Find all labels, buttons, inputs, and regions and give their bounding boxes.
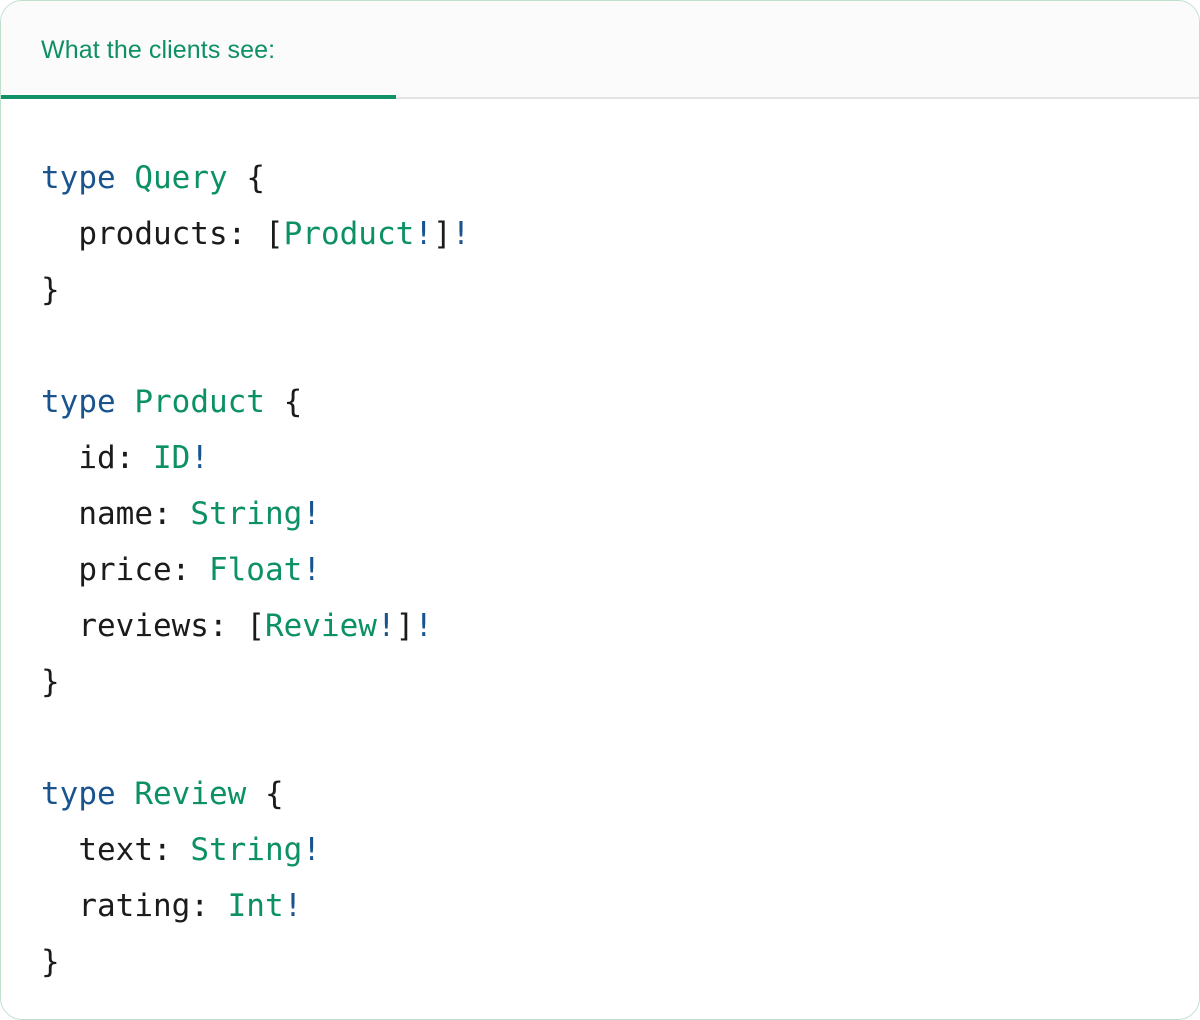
code-token-punct: :	[152, 832, 191, 868]
code-token-field: id	[78, 440, 116, 476]
code-token-bang: !	[414, 608, 433, 644]
code-line: products: [Product!]!	[41, 206, 1199, 262]
code-token-punct: ]	[395, 608, 415, 644]
code-token-field: products	[78, 216, 228, 252]
code-token-punct: }	[41, 272, 60, 308]
code-token-punct: {	[246, 160, 265, 196]
tab-active-indicator	[1, 95, 396, 99]
code-token-type: Review	[134, 776, 247, 812]
code-token-punct	[41, 832, 78, 868]
code-token-type: Query	[134, 160, 228, 196]
code-line: }	[41, 262, 1199, 318]
code-token-punct: :	[227, 216, 265, 252]
code-token-punct	[116, 384, 135, 420]
code-token-punct: :	[190, 888, 228, 924]
code-token-bang: !	[451, 216, 471, 252]
code-line: id: ID!	[41, 430, 1199, 486]
code-token-keyword: type	[41, 776, 116, 812]
code-token-punct: }	[41, 664, 60, 700]
code-token-keyword: type	[41, 160, 116, 196]
code-token-punct: }	[41, 944, 60, 980]
code-line: }	[41, 654, 1199, 710]
code-line: text: String!	[41, 822, 1199, 878]
code-token-punct	[116, 160, 135, 196]
code-token-field: price	[78, 552, 172, 588]
code-token-field: rating	[78, 888, 191, 924]
code-line: reviews: [Review!]!	[41, 598, 1199, 654]
code-token-punct: [	[246, 608, 265, 644]
code-token-punct	[246, 776, 265, 812]
code-token-punct	[41, 888, 78, 924]
code-token-type: Review	[264, 608, 377, 644]
code-line: }	[41, 934, 1199, 990]
code-token-punct	[41, 496, 78, 532]
code-token-punct: :	[171, 552, 209, 588]
code-token-punct: :	[208, 608, 247, 644]
code-line	[41, 318, 1199, 374]
code-line: type Product {	[41, 374, 1199, 430]
code-token-punct	[116, 776, 135, 812]
code-token-type: Float	[208, 552, 303, 588]
tab-strip: What the clients see:	[1, 1, 1199, 99]
code-area: type Query { products: [Product!]!} type…	[1, 99, 1199, 1019]
code-token-bang: !	[190, 440, 209, 476]
code-token-bang: !	[376, 608, 396, 644]
code-token-bang: !	[302, 832, 321, 868]
code-token-bang: !	[302, 496, 321, 532]
code-token-type: Int	[227, 888, 284, 924]
code-token-keyword: type	[41, 384, 116, 420]
code-token-field: name	[78, 496, 153, 532]
code-token-punct: :	[115, 440, 153, 476]
code-token-punct: {	[264, 776, 284, 812]
code-token-punct	[265, 384, 284, 420]
code-line	[41, 710, 1199, 766]
code-line: type Review {	[41, 766, 1199, 822]
code-token-field: reviews	[78, 608, 209, 644]
code-token-punct	[41, 552, 78, 588]
code-token-type: String	[190, 832, 303, 868]
tab-what-the-clients-see[interactable]: What the clients see:	[1, 1, 396, 99]
code-token-bang: !	[302, 552, 321, 588]
code-token-punct: :	[152, 496, 191, 532]
code-token-bang: !	[414, 216, 433, 252]
code-token-field: text	[78, 832, 153, 868]
code-line: name: String!	[41, 486, 1199, 542]
code-token-punct	[41, 216, 78, 252]
code-token-type: ID	[152, 440, 191, 476]
code-token-bang: !	[283, 888, 303, 924]
code-token-type: String	[190, 496, 303, 532]
code-token-punct	[41, 608, 78, 644]
code-token-type: Product	[134, 384, 265, 420]
code-line: rating: Int!	[41, 878, 1199, 934]
code-token-punct	[41, 440, 78, 476]
code-token-punct: [	[264, 216, 284, 252]
code-line: type Query {	[41, 150, 1199, 206]
code-token-type: Product	[283, 216, 415, 252]
code-token-punct: {	[283, 384, 303, 420]
code-line: price: Float!	[41, 542, 1199, 598]
tab-label: What the clients see:	[41, 35, 276, 64]
code-token-punct	[228, 160, 247, 196]
tab-strip-divider	[1, 97, 1199, 99]
code-token-punct: ]	[432, 216, 452, 252]
graphql-schema-code: type Query { products: [Product!]!} type…	[41, 150, 1199, 990]
